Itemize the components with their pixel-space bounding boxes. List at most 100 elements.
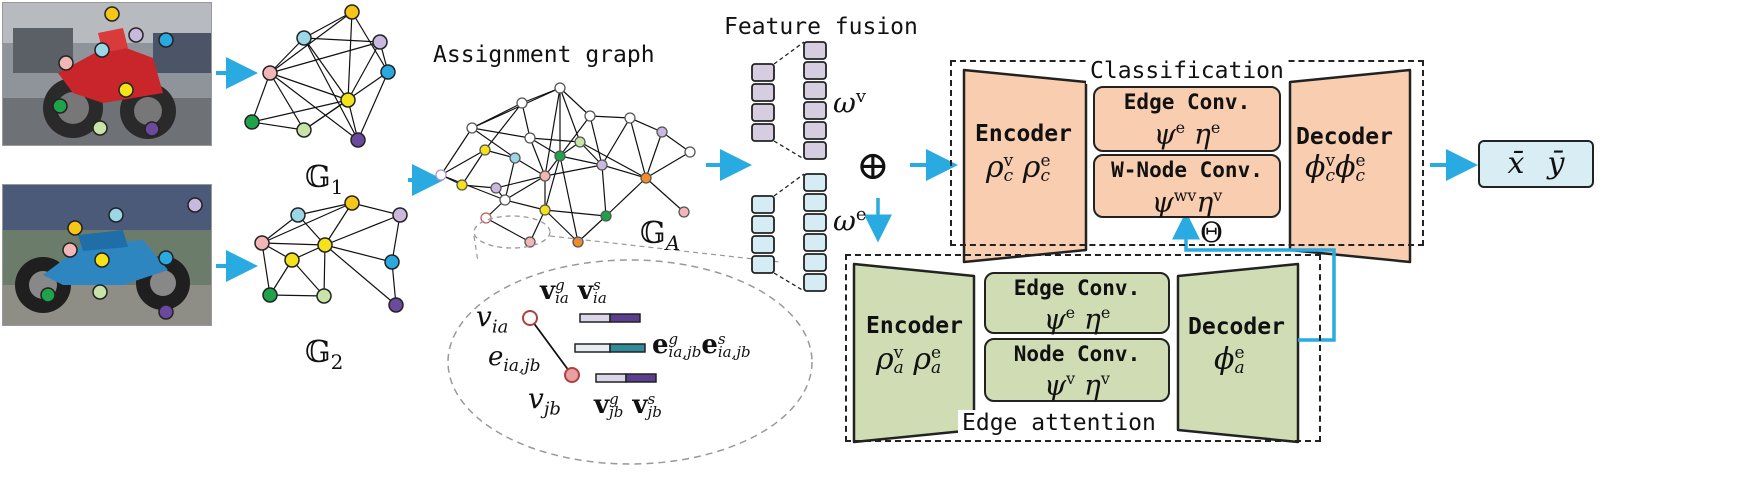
omega-v-sup: v xyxy=(855,86,867,107)
callout-v-ia-sym: v xyxy=(476,300,492,333)
omega-e-label: ωe xyxy=(833,204,867,237)
a-edge-eta-sup: e xyxy=(1100,303,1111,322)
g2-subscript: 2 xyxy=(330,350,344,374)
a-dec-sup: e xyxy=(1234,342,1245,363)
omega-e-symbol: ω xyxy=(833,204,856,238)
fusion-e-line-bottom xyxy=(773,272,805,292)
ga-label: 𝔾A xyxy=(640,216,680,255)
zoom-line-left xyxy=(473,235,479,263)
edge-attention-title: Edge attention xyxy=(958,410,1160,436)
c-dec-sub2: c xyxy=(1355,166,1366,186)
callout-e-sym: e xyxy=(488,342,504,372)
photo-2-keypoints xyxy=(40,197,203,320)
assignment-graph-title: Assignment graph xyxy=(433,42,655,68)
c-enc-sup2: e xyxy=(1040,150,1051,171)
g2-symbol: 𝔾 xyxy=(305,335,331,370)
c-wnode-psi: ψ xyxy=(1151,185,1174,219)
c-enc-rho2: ρ xyxy=(1022,150,1041,185)
vg-jb-sup: g xyxy=(609,389,619,408)
eg-sym: e xyxy=(652,330,669,360)
g1-label: 𝔾1 xyxy=(305,160,343,199)
c-edge-eta-sup: e xyxy=(1210,118,1221,137)
es-sym: e xyxy=(701,330,718,360)
vs-jb-sym: v xyxy=(632,390,648,420)
graph-g2 xyxy=(261,202,401,306)
a-node-psi-sup: v xyxy=(1066,369,1076,388)
classification-decoder-shape xyxy=(1288,68,1412,264)
classification-edge-conv-box: Edge Conv. ψe ηe xyxy=(1093,86,1281,152)
eg-sub: ia,jb xyxy=(668,343,702,361)
vs-jb-sup: s xyxy=(647,389,656,408)
fusion-e-line-top xyxy=(773,173,805,197)
oplus-symbol: ⊕ xyxy=(856,143,890,189)
omega-v-symbol: ω xyxy=(833,86,856,120)
vs-jb-sub: jb xyxy=(647,403,662,421)
zoom-line-right xyxy=(549,235,781,263)
c-wnode-psi-sup: wv xyxy=(1173,186,1197,205)
assignment-graph-edges xyxy=(440,87,691,243)
c-wnode-eta: η xyxy=(1196,185,1214,219)
vg-ia-sup: g xyxy=(555,275,565,294)
a-enc-sup2: e xyxy=(930,342,942,363)
feature-fusion-title: Feature fusion xyxy=(724,14,918,40)
omega-v-label: ωv xyxy=(833,86,866,119)
output-y: ȳ xyxy=(1547,146,1565,181)
fusion-v-line-top xyxy=(773,41,805,65)
theta-label: Θ xyxy=(1200,216,1223,249)
vs-ia-sup: s xyxy=(593,275,601,294)
c-edge-eta: η xyxy=(1194,117,1211,151)
motorcycle-photo-1 xyxy=(2,2,212,146)
c-enc-rho1: ρ xyxy=(986,150,1004,185)
fusion-vertex-stack-small xyxy=(751,63,775,142)
c-wnode-eta-sup: v xyxy=(1213,186,1223,205)
classification-decoder-label: Decoder xyxy=(1296,124,1393,150)
a-dec-sub: a xyxy=(1234,358,1245,378)
callout-v-jb: vjb xyxy=(528,382,561,420)
attention-node-conv-formula: ψv ηv xyxy=(986,366,1168,402)
ga-symbol: 𝔾 xyxy=(640,216,666,251)
a-edge-psi-sup: e xyxy=(1065,303,1076,322)
a-enc-rho1: ρ xyxy=(876,342,894,377)
callout-feature-bars xyxy=(574,313,657,383)
callout-ellipse xyxy=(447,259,813,465)
g1-subscript: 1 xyxy=(330,175,344,199)
es-sub: ia,jb xyxy=(717,343,751,361)
classification-wnode-conv-box: W-Node Conv. ψwvηv xyxy=(1093,154,1281,218)
attention-edge-conv-box: Edge Conv. ψe ηe xyxy=(984,272,1170,334)
fusion-v-line-bottom xyxy=(773,140,805,160)
classification-edge-conv-formula: ψe ηe xyxy=(1095,114,1279,148)
c-dec-phi1: ϕ xyxy=(1305,150,1326,185)
classification-title: Classification xyxy=(1086,58,1288,84)
a-dec-phi: ϕ xyxy=(1214,342,1235,377)
classification-edge-conv-label: Edge Conv. xyxy=(1123,90,1251,114)
classification-encoder-label: Encoder xyxy=(975,121,1072,147)
output-box: x̄ ȳ xyxy=(1478,140,1594,188)
fusion-vertex-stack-large xyxy=(803,41,827,160)
c-edge-psi: ψ xyxy=(1153,117,1176,151)
edge-attention-panel xyxy=(845,254,1321,442)
classification-encoder-shape xyxy=(962,68,1088,264)
c-edge-psi-sup: e xyxy=(1175,118,1186,137)
callout-node-via xyxy=(522,310,538,326)
c-dec-sup1: v xyxy=(1325,150,1336,171)
c-dec-sup2: e xyxy=(1355,150,1366,171)
a-node-psi: ψ xyxy=(1044,368,1067,402)
vg-ia-sym: v xyxy=(540,276,556,306)
graph-g2-nodes xyxy=(254,195,408,313)
graph-g1-nodes xyxy=(244,4,396,148)
vg-jb-sym: v xyxy=(594,390,610,420)
a-enc-rho2: ρ xyxy=(913,342,931,377)
es-sup: s xyxy=(717,329,726,348)
callout-node-vjb xyxy=(564,367,580,383)
c-enc-sub1: c xyxy=(1003,166,1014,186)
fusion-edge-stack-small xyxy=(751,195,775,274)
attention-decoder-label: Decoder xyxy=(1188,314,1285,340)
attention-node-conv-label: Node Conv. xyxy=(1013,342,1141,366)
a-enc-sup1: v xyxy=(893,342,904,363)
g1-symbol: 𝔾 xyxy=(305,160,331,195)
